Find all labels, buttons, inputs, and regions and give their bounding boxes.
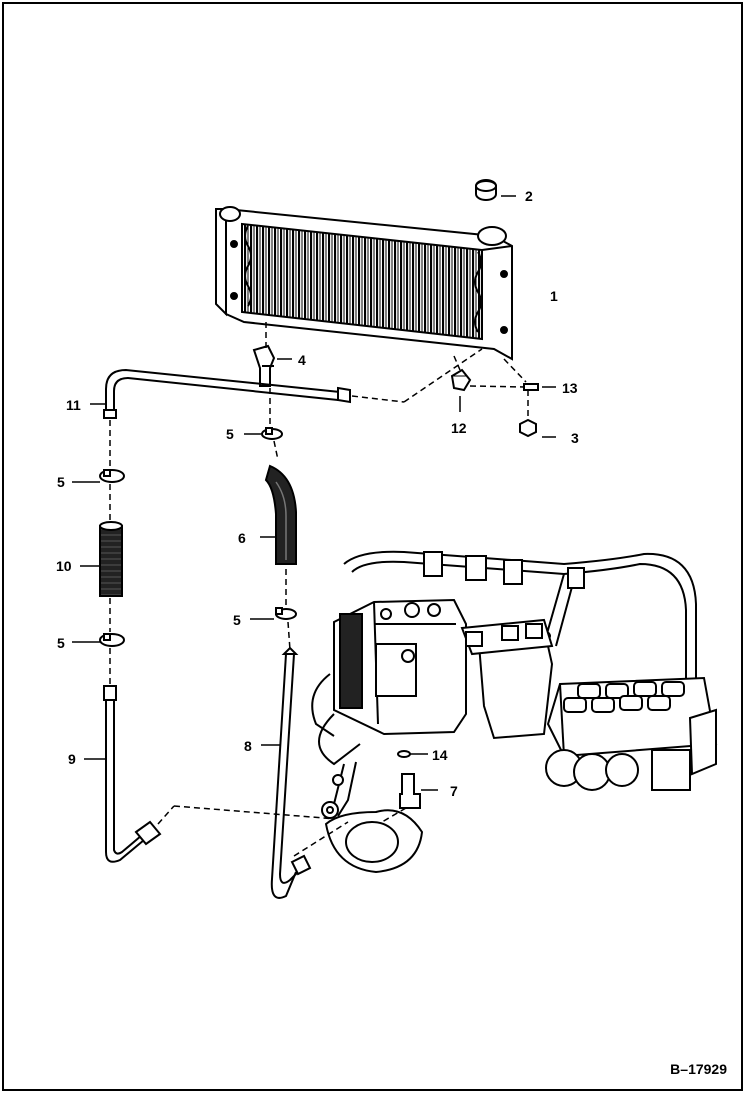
hose-clamp bbox=[99, 469, 125, 483]
callout-13: 13 bbox=[562, 380, 578, 396]
bolt bbox=[523, 383, 539, 391]
callout-2: 2 bbox=[525, 188, 533, 204]
callout-5: 5 bbox=[57, 635, 65, 651]
callout-14: 14 bbox=[432, 747, 448, 763]
diagram-frame: 2 1 4 11 13 12 3 5 5 6 10 5 5 8 14 9 7 B… bbox=[2, 2, 743, 1091]
callout-5: 5 bbox=[226, 426, 234, 442]
hydraulic-pump-assembly bbox=[311, 550, 697, 874]
callout-5: 5 bbox=[233, 612, 241, 628]
straight-hose bbox=[99, 521, 123, 597]
oil-cooler bbox=[215, 206, 513, 361]
figure-number: B–17929 bbox=[670, 1061, 727, 1077]
nut bbox=[519, 418, 537, 438]
callout-4: 4 bbox=[298, 352, 306, 368]
callout-9: 9 bbox=[68, 751, 76, 767]
control-valve-bank bbox=[545, 676, 718, 791]
upper-cooler-tube bbox=[103, 368, 351, 419]
lower-cooler-tube-left bbox=[103, 685, 162, 863]
callout-8: 8 bbox=[244, 738, 252, 754]
hose-clamp bbox=[99, 633, 125, 647]
callout-6: 6 bbox=[238, 530, 246, 546]
hose-clamp bbox=[275, 607, 297, 620]
callout-3: 3 bbox=[571, 430, 579, 446]
adapter-fitting bbox=[399, 773, 421, 809]
hose-clamp bbox=[261, 427, 283, 440]
cooler-cap bbox=[475, 179, 497, 201]
callout-7: 7 bbox=[450, 783, 458, 799]
elbow-fitting bbox=[252, 344, 276, 387]
callout-10: 10 bbox=[56, 558, 72, 574]
curved-hose bbox=[264, 464, 297, 565]
callout-11: 11 bbox=[66, 397, 81, 413]
mounting-clip bbox=[450, 368, 472, 392]
callout-5: 5 bbox=[57, 474, 65, 490]
callout-12: 12 bbox=[451, 420, 467, 436]
lower-cooler-tube-right bbox=[270, 646, 312, 899]
o-ring bbox=[397, 750, 411, 758]
exploded-view-drawing bbox=[72, 179, 718, 899]
callout-1: 1 bbox=[550, 288, 558, 304]
